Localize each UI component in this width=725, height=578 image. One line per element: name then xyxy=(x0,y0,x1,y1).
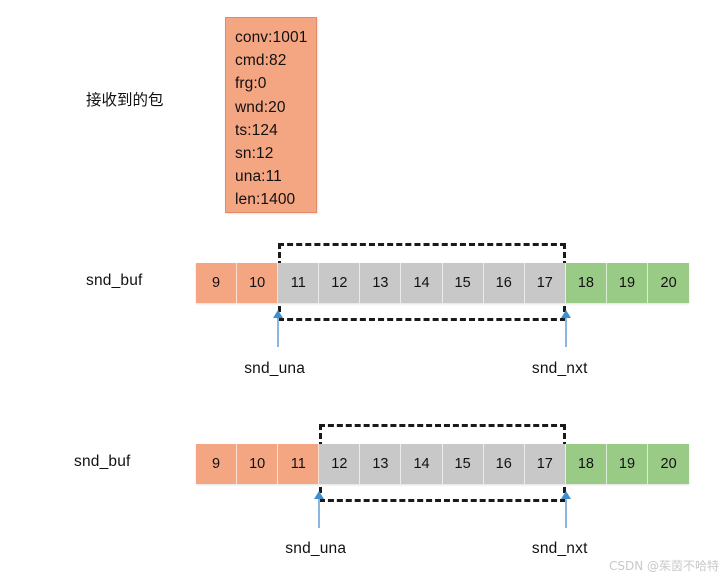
snd-buf-cell: 12 xyxy=(319,263,361,303)
snd-una-label-row-2: snd_una xyxy=(285,540,347,557)
packet-field-conv: conv:1001 xyxy=(235,29,308,46)
packet-field-len: len:1400 xyxy=(235,191,296,209)
snd-buf-label-row-1: snd_buf xyxy=(86,272,143,289)
snd-buf-cell: 13 xyxy=(360,263,402,303)
snd-buf-cell: 15 xyxy=(442,444,484,484)
snd-buf-cell: 19 xyxy=(606,444,649,484)
snd-nxt-pointer-row-2 xyxy=(560,491,571,528)
snd-buf-cell: 11 xyxy=(278,263,320,303)
snd-buf-cell: 18 xyxy=(565,263,607,303)
snd-buf-cell: 11 xyxy=(278,444,320,484)
snd-buf-cell: 18 xyxy=(565,444,607,484)
snd-buf-cell: 15 xyxy=(442,263,484,303)
snd-una-pointer-row-2 xyxy=(314,491,325,528)
received-packet-box: conv:1001 cmd:82 frg:0 wnd:20 ts:124 sn:… xyxy=(225,17,317,213)
snd-buf-cell: 9 xyxy=(196,444,238,484)
csdn-watermark: CSDN @茱茵不哈特 xyxy=(608,559,719,573)
packet-field-cmd: cmd:82 xyxy=(235,52,287,70)
snd-buf-cell: 13 xyxy=(360,444,402,484)
snd-buf-cell: 9 xyxy=(196,263,238,303)
packet-field-ts: ts:124 xyxy=(235,121,278,139)
snd-buf-cell: 20 xyxy=(648,444,690,484)
packet-field-una: una:11 xyxy=(235,168,282,186)
snd-nxt-label-row-2: snd_nxt xyxy=(531,540,588,557)
snd-una-label-row-1: snd_una xyxy=(244,360,306,377)
snd-nxt-pointer-row-1 xyxy=(560,310,571,347)
snd-buf-cell: 17 xyxy=(524,263,566,303)
snd-buf-cell: 16 xyxy=(483,444,525,484)
packet-field-frg: frg:0 xyxy=(235,75,267,93)
snd-buf-cell: 12 xyxy=(319,444,361,484)
packet-field-wnd: wnd:20 xyxy=(235,98,286,116)
snd-buf-cell: 17 xyxy=(524,444,566,484)
snd-una-pointer-row-1 xyxy=(273,310,284,347)
snd-buf-cell: 16 xyxy=(483,263,525,303)
snd-buf-label-row-2: snd_buf xyxy=(74,453,131,470)
snd-buf-cell: 19 xyxy=(606,263,649,303)
snd-buf-cell: 14 xyxy=(401,444,443,484)
snd-buf-cell: 14 xyxy=(401,263,443,303)
snd-buf-cell: 10 xyxy=(237,444,279,484)
snd-nxt-label-row-1: snd_nxt xyxy=(531,360,588,377)
packet-field-sn: sn:12 xyxy=(235,145,274,163)
snd-buf-cell: 10 xyxy=(237,263,279,303)
received-packet-caption: 接收到的包 xyxy=(86,91,164,109)
snd-buf-cell: 20 xyxy=(648,263,690,303)
